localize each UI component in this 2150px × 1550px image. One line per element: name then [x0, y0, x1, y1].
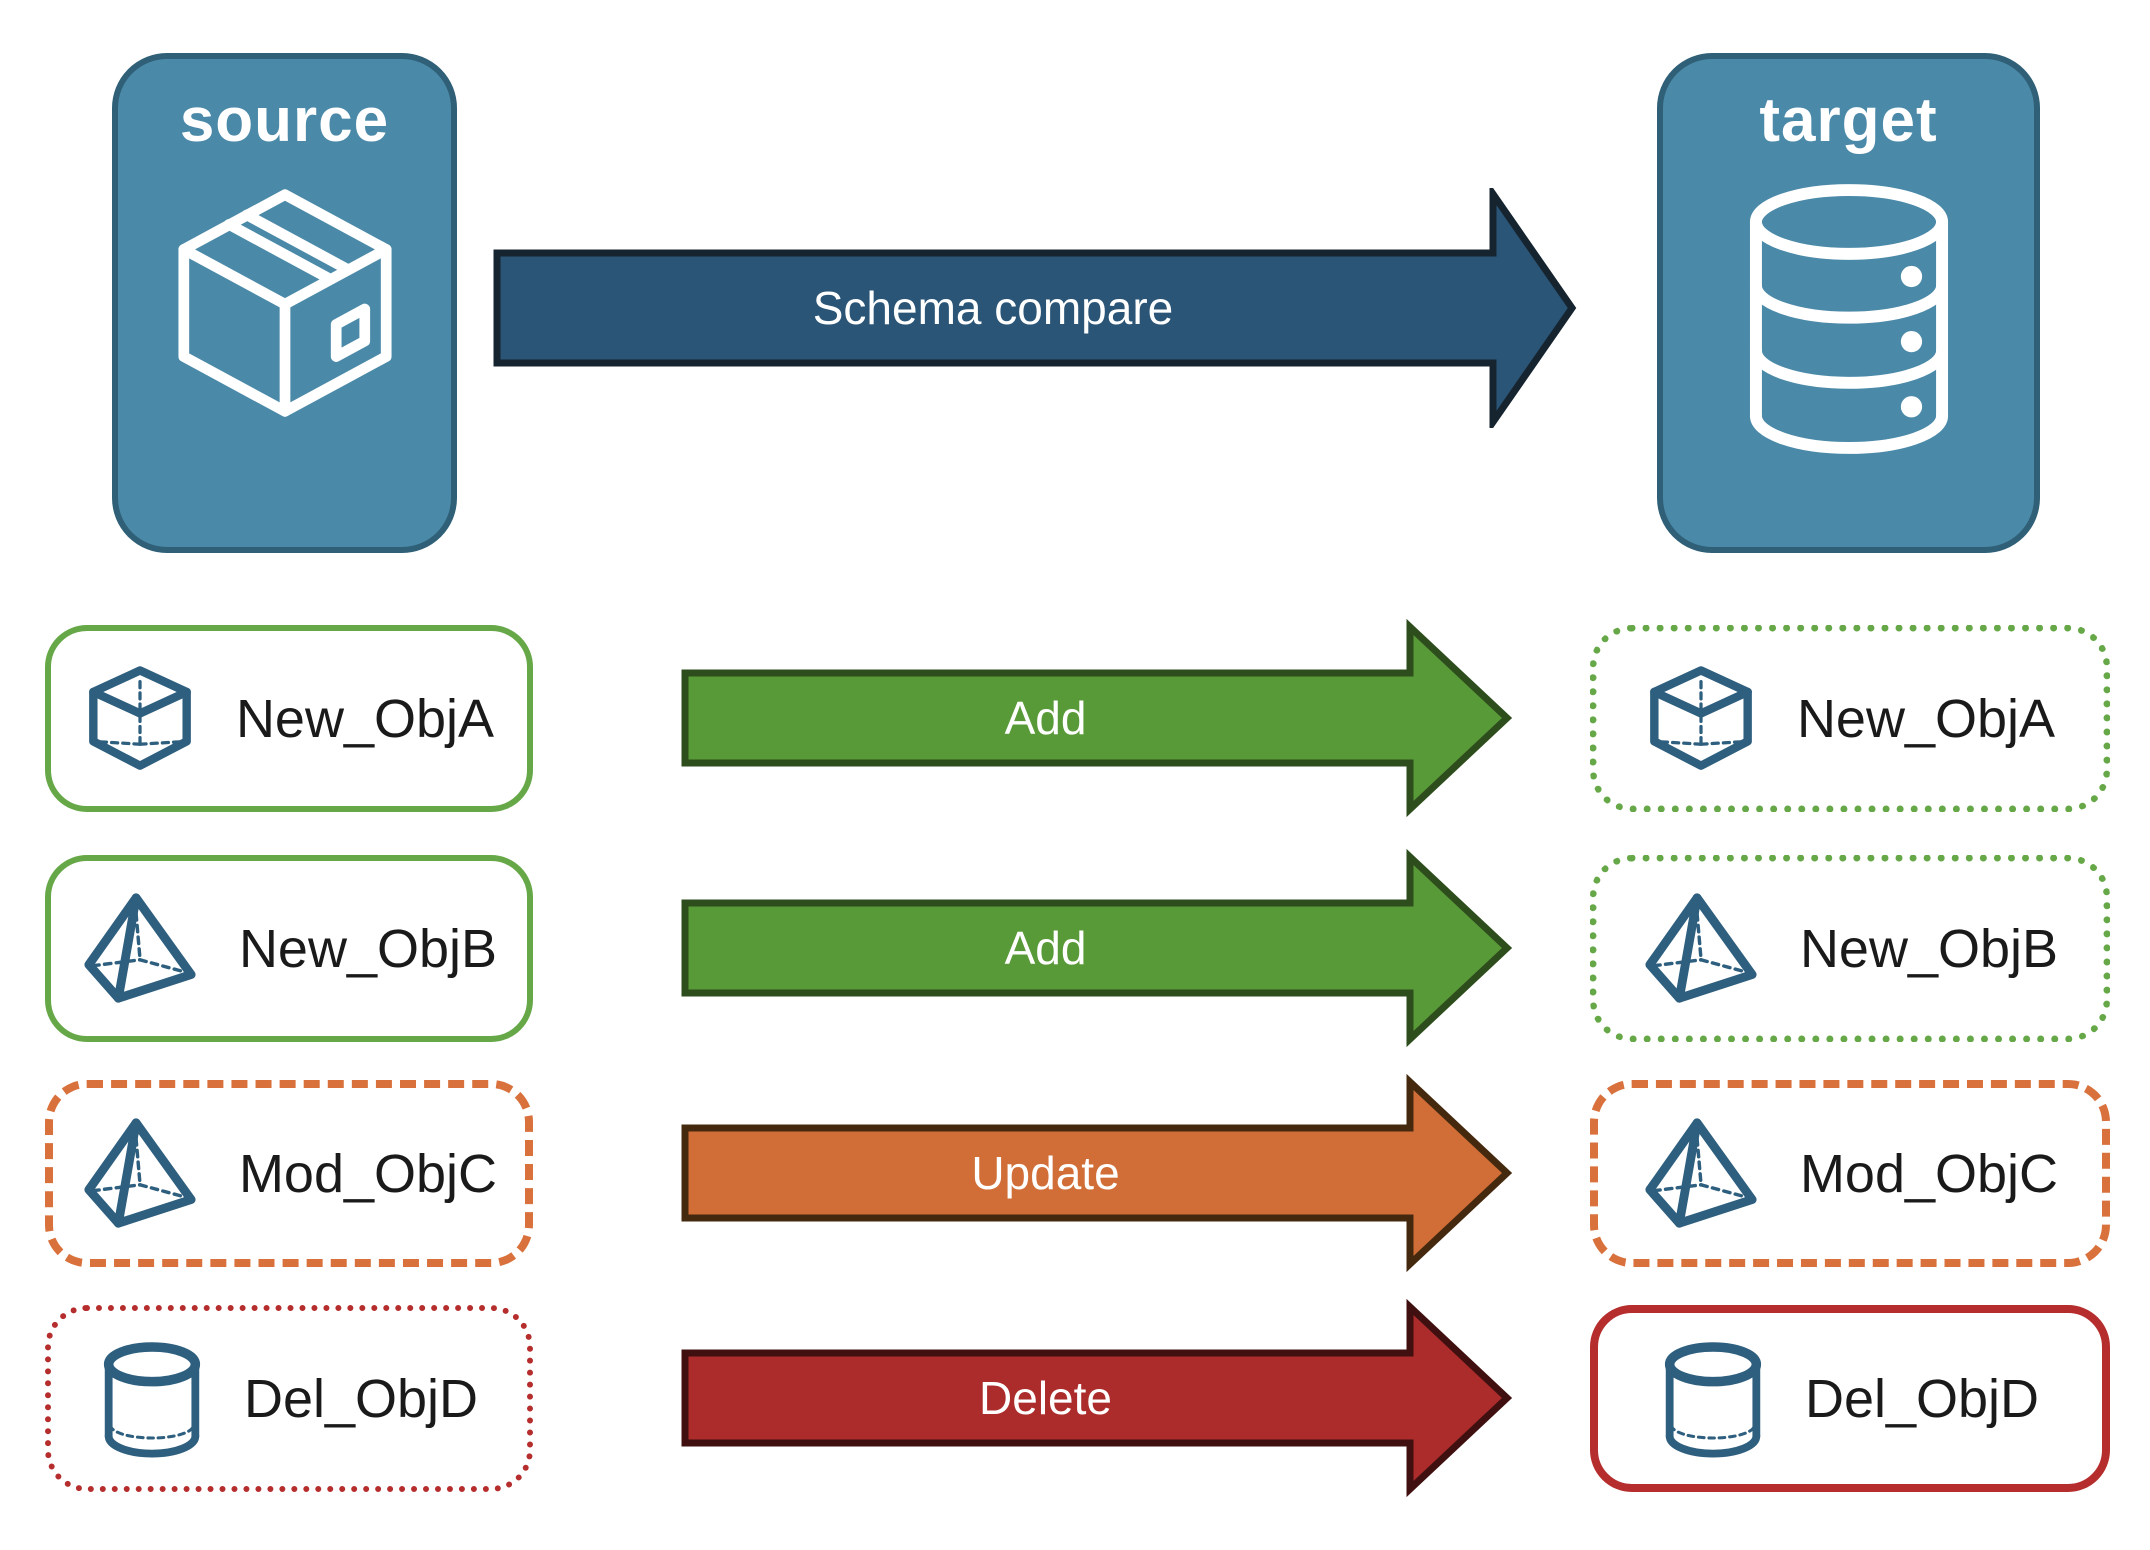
- target-node: target: [1657, 53, 2040, 553]
- object-name-label: Mod_ObjC: [238, 1143, 498, 1204]
- source-node: source: [112, 53, 457, 553]
- source-object-box: New_ObjB: [45, 855, 533, 1042]
- package-icon: [160, 178, 410, 428]
- pyramid-icon: [81, 890, 199, 1008]
- add-arrow-shape: [681, 618, 1513, 818]
- schema-compare-arrow-shape: [493, 188, 1577, 428]
- object-name-label: New_ObjB: [1799, 918, 2059, 979]
- object-name-label: New_ObjA: [235, 688, 495, 749]
- schema-compare-arrow: Schema compare: [493, 188, 1578, 428]
- object-name-label: New_ObjA: [1796, 688, 2056, 749]
- object-name-label: Del_ObjD: [243, 1368, 479, 1429]
- pyramid-icon: [1642, 890, 1760, 1008]
- comparison-row: Del_ObjD Delete Del_ObjD: [0, 1298, 2150, 1498]
- cylinder-icon: [1661, 1338, 1765, 1460]
- source-object-box: Del_ObjD: [45, 1305, 533, 1492]
- target-node-title: target: [1759, 86, 1938, 155]
- comparison-row: Mod_ObjC Update Mod_ObjC: [0, 1073, 2150, 1273]
- schema-compare-arrow-label: Schema compare: [812, 282, 1174, 334]
- cube-icon: [84, 663, 196, 775]
- source-node-title: source: [179, 86, 390, 155]
- update-arrow-shape: [681, 1073, 1513, 1273]
- object-name-label: Mod_ObjC: [1799, 1143, 2059, 1204]
- target-object-box: Mod_ObjC: [1590, 1080, 2110, 1267]
- target-object-box: Del_ObjD: [1590, 1305, 2110, 1492]
- comparison-row: New_ObjA Add New_ObjA: [0, 618, 2150, 818]
- add-arrow: Add: [681, 847, 1513, 1049]
- add-arrow-shape: [681, 848, 1513, 1048]
- add-arrow: Add: [681, 617, 1513, 819]
- add-arrow-label: Add: [1004, 692, 1087, 744]
- delete-arrow-label: Delete: [979, 1372, 1112, 1424]
- cylinder-icon: [100, 1338, 204, 1460]
- cube-icon: [1645, 663, 1757, 775]
- database-icon: [1736, 178, 1962, 460]
- add-arrow-label: Add: [1004, 922, 1087, 974]
- update-arrow-label: Update: [971, 1147, 1120, 1199]
- source-object-box: New_ObjA: [45, 625, 533, 812]
- comparison-row: New_ObjB Add New_ObjB: [0, 848, 2150, 1048]
- object-name-label: Del_ObjD: [1804, 1368, 2040, 1429]
- target-object-box: New_ObjB: [1590, 855, 2110, 1042]
- delete-arrow: Delete: [681, 1297, 1513, 1499]
- source-object-box: Mod_ObjC: [45, 1080, 533, 1267]
- delete-arrow-shape: [681, 1298, 1513, 1498]
- pyramid-icon: [1642, 1115, 1760, 1233]
- update-arrow: Update: [681, 1072, 1513, 1274]
- object-name-label: New_ObjB: [238, 918, 498, 979]
- pyramid-icon: [81, 1115, 199, 1233]
- target-object-box: New_ObjA: [1590, 625, 2110, 812]
